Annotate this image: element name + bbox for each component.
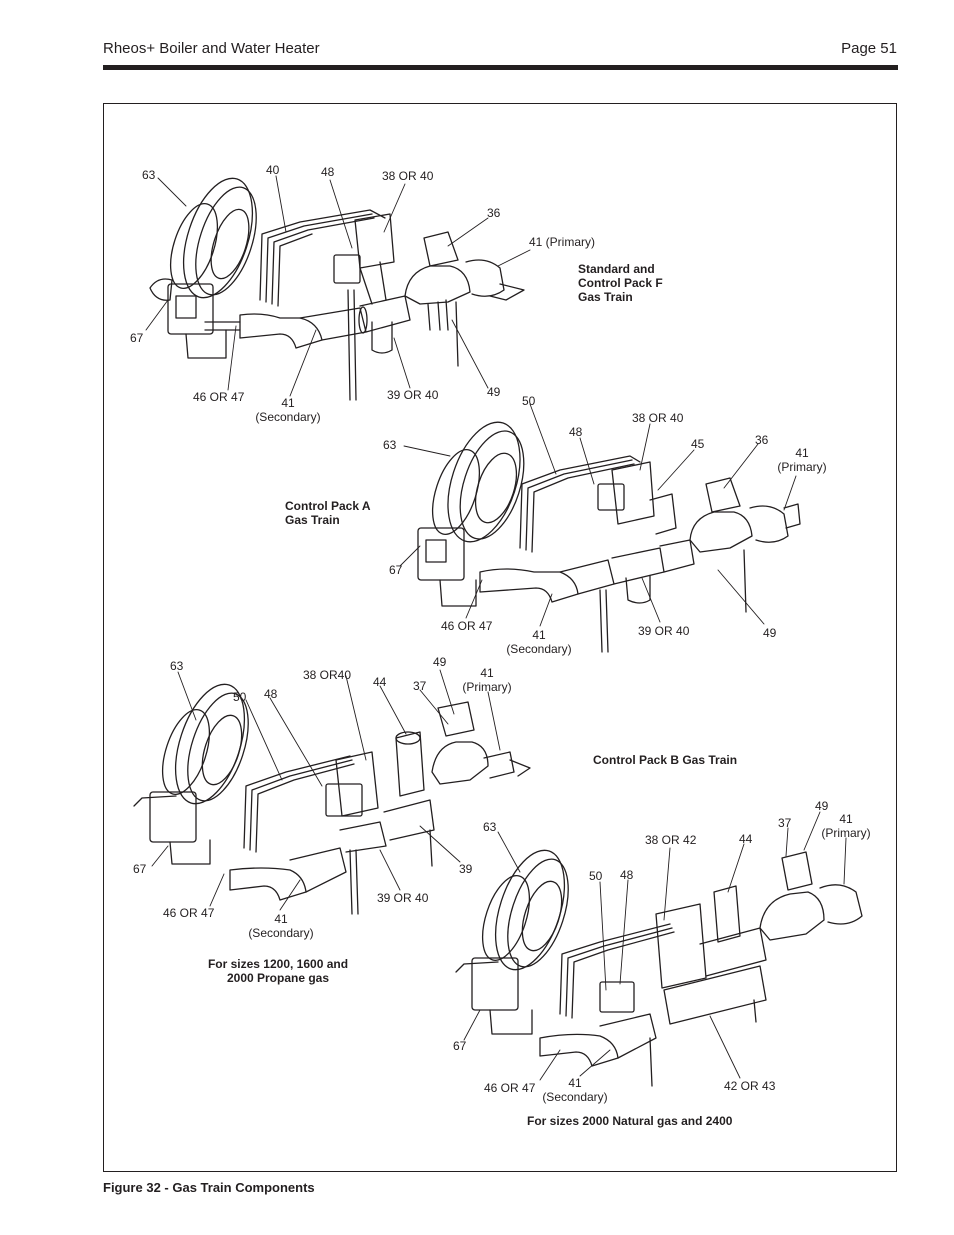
train-f-label-48: 48 — [321, 165, 335, 179]
train-a-label-38-or-40: 38 OR 40 — [632, 411, 684, 425]
train-n-label-49: 49 — [815, 799, 829, 813]
train-b-size-note: For sizes 1200, 1600 and 2000 Propane ga… — [207, 957, 349, 985]
train-n-label-41-primary: 41 (Primary) — [821, 812, 871, 840]
train-a-label-46-or-47: 46 OR 47 — [441, 619, 493, 633]
train-n-label-38-or-42: 38 OR 42 — [645, 833, 697, 847]
train-a-label-49: 49 — [763, 626, 777, 640]
train-n-label-42-or-43: 42 OR 43 — [724, 1079, 776, 1093]
train-f-label-41-secondary: 41 (Secondary) — [255, 396, 321, 424]
train-f-label-39-or-40: 39 OR 40 — [387, 388, 439, 402]
page-number: Page 51 — [841, 40, 897, 57]
train-f-label-49: 49 — [487, 385, 501, 399]
train-n-title: For sizes 2000 Natural gas and 2400 — [527, 1114, 733, 1128]
train-b-title: Control Pack B Gas Train — [593, 753, 738, 767]
train-b-label-39-or-40: 39 OR 40 — [377, 891, 429, 905]
train-a-drawing — [417, 421, 801, 653]
train-a-label-63: 63 — [383, 438, 397, 452]
train-n-label-44: 44 — [739, 832, 753, 846]
train-b-label-49: 49 — [433, 655, 447, 669]
train-n-label-37: 37 — [778, 816, 792, 830]
train-n-label-63: 63 — [483, 820, 497, 834]
train-f-label-63: 63 — [142, 168, 156, 182]
train-b-label-46-or-47: 46 OR 47 — [163, 906, 215, 920]
train-b-label-63: 63 — [170, 659, 184, 673]
train-a-label-41-secondary: 41 (Secondary) — [506, 628, 572, 656]
train-n-drawing — [455, 849, 863, 1087]
train-b-label-39: 39 — [459, 862, 473, 876]
train-f-label-38-or-40: 38 OR 40 — [382, 169, 434, 183]
train-n-label-48: 48 — [620, 868, 634, 882]
train-b-label-67: 67 — [133, 862, 147, 876]
train-b-label-37: 37 — [413, 679, 427, 693]
train-b-label-44: 44 — [373, 675, 387, 689]
train-a-label-41-primary: 41 (Primary) — [777, 446, 827, 474]
train-a-title: Control Pack A Gas Train — [285, 499, 371, 527]
figure-frame — [103, 103, 897, 1172]
figure-caption: Figure 32 - Gas Train Components — [103, 1180, 315, 1195]
train-b-label-48: 48 — [264, 687, 278, 701]
train-f-label-46-or-47: 46 OR 47 — [193, 390, 245, 404]
train-f-label-36: 36 — [487, 206, 501, 220]
train-b-drawing — [133, 683, 531, 915]
train-b-label-41-primary: 41 (Primary) — [462, 666, 512, 694]
train-f-label-67: 67 — [130, 331, 144, 345]
header-rule — [103, 65, 898, 70]
header-title: Rheos+ Boiler and Water Heater — [103, 40, 320, 57]
train-n-label-46-or-47: 46 OR 47 — [484, 1081, 536, 1095]
train-f-label-40: 40 — [266, 163, 280, 177]
leader-lines — [145, 175, 847, 1081]
train-a-label-50: 50 — [522, 394, 536, 408]
train-f-title: Standard and Control Pack F Gas Train — [578, 262, 663, 304]
train-b-label-38-or40: 38 OR40 — [303, 668, 352, 682]
train-a-label-36: 36 — [755, 433, 769, 447]
train-a-label-48: 48 — [569, 425, 583, 439]
train-a-label-45: 45 — [691, 437, 705, 451]
train-n-label-67: 67 — [453, 1039, 467, 1053]
train-f-drawing — [149, 177, 525, 401]
train-b-label-41-secondary: 41 (Secondary) — [248, 912, 314, 940]
train-b-label-50: 50 — [233, 690, 247, 704]
train-f-label-41-primary: 41 (Primary) — [529, 235, 596, 249]
train-a-label-67: 67 — [389, 563, 403, 577]
train-n-label-41-secondary: 41 (Secondary) — [542, 1076, 608, 1104]
train-n-label-50: 50 — [589, 869, 603, 883]
train-a-label-39-or-40: 39 OR 40 — [638, 624, 690, 638]
